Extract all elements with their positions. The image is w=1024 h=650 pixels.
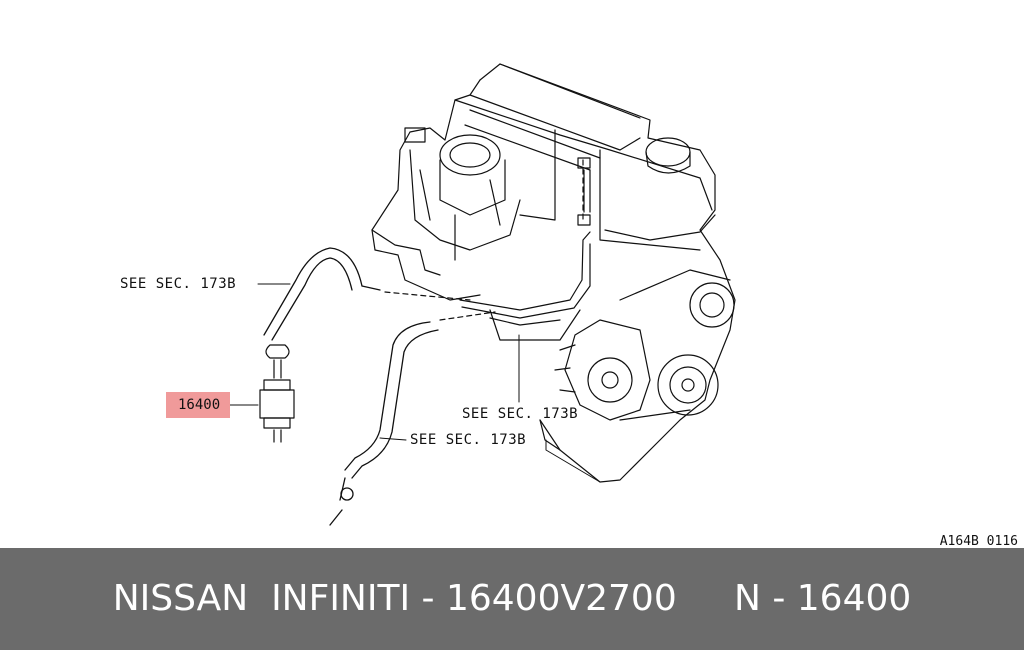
part-number-label: 16400 bbox=[178, 397, 221, 413]
diagram-code: A164B 0116 bbox=[939, 534, 1018, 549]
fuel-pipe bbox=[460, 158, 590, 325]
oil-pan bbox=[490, 310, 580, 450]
see-section-label-lower: SEE SEC. 173B bbox=[410, 432, 527, 448]
fuel-hose-upper bbox=[264, 248, 380, 340]
carburetor bbox=[372, 128, 520, 275]
see-section-label-mid: SEE SEC. 173B bbox=[462, 406, 579, 422]
fuel-filter bbox=[260, 345, 294, 442]
leader-lines bbox=[230, 284, 600, 482]
engine-block bbox=[372, 64, 735, 482]
see-section-label-upper: SEE SEC. 173B bbox=[120, 276, 237, 292]
engine-fuel-line-diagram bbox=[0, 0, 1024, 548]
footer-title: NISSAN INFINITI - 16400V2700 N - 16400 bbox=[112, 578, 912, 619]
fuel-hose-return bbox=[330, 322, 438, 525]
alternator-pulley bbox=[555, 270, 734, 420]
part-highlight-box bbox=[166, 392, 230, 418]
footer-bar: NISSAN INFINITI - 16400V2700 N - 16400 bbox=[0, 548, 1024, 650]
